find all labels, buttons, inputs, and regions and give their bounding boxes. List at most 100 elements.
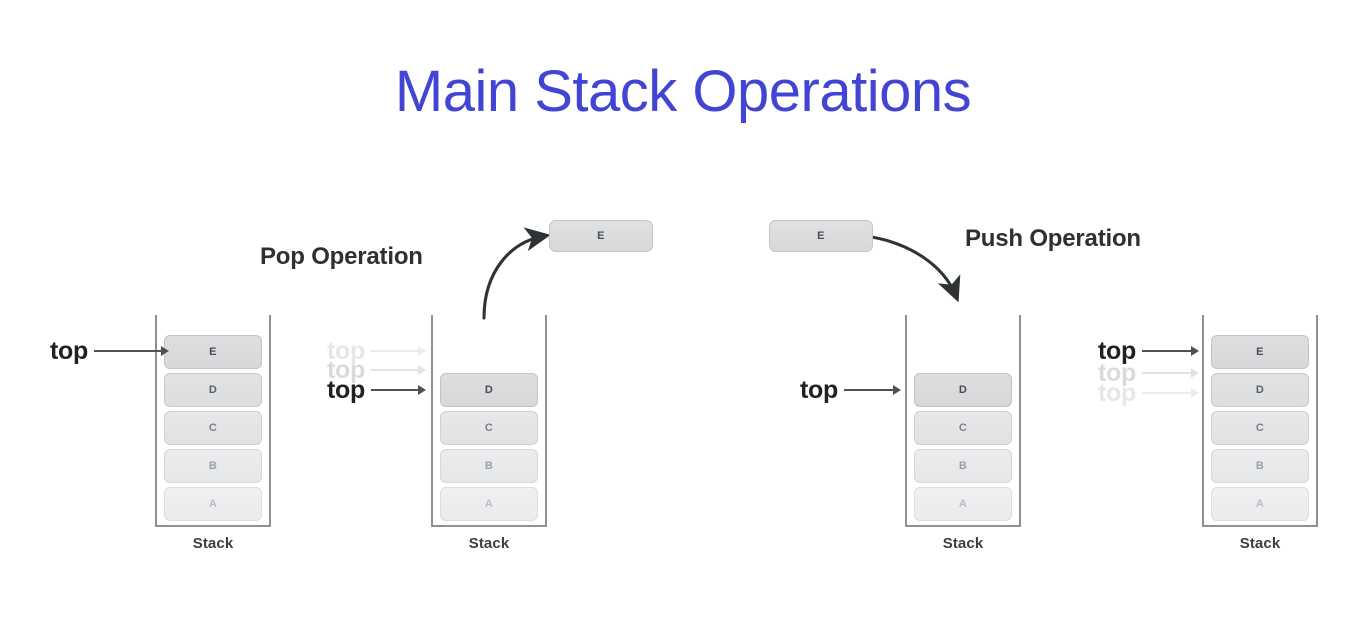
top-pointer-label: top [50, 337, 88, 365]
top-pointer-line [1141, 372, 1192, 374]
top-pointer-line [1141, 350, 1192, 352]
arrow-head-icon [417, 385, 426, 395]
top-pointer-ghost-push-after-1: top [1098, 359, 1199, 387]
stack-wall-bottom [905, 525, 1021, 527]
element-to-push-value: E [817, 230, 825, 242]
stack-cell[interactable]: E [164, 335, 262, 369]
stack-cells: D C B A [440, 373, 538, 521]
top-pointer-line [370, 369, 419, 371]
stack-cell[interactable]: D [914, 373, 1012, 407]
stack-cell[interactable]: A [1211, 487, 1309, 521]
pop-curved-arrow-icon [482, 227, 551, 320]
top-pointer-line [1141, 392, 1192, 394]
stack-cell[interactable]: C [1211, 411, 1309, 445]
top-pointer-label: top [327, 376, 365, 404]
popped-element-cell[interactable]: E [549, 220, 653, 252]
stack-walls [1202, 315, 1318, 527]
stack-cell-value: B [208, 460, 218, 472]
stack-cell-value: A [958, 498, 968, 510]
stack-cell[interactable]: A [914, 487, 1012, 521]
stack-push-before: D C B A Stack [905, 315, 1021, 552]
stack-cell-value: C [1255, 422, 1265, 434]
stack-cell[interactable]: C [914, 411, 1012, 445]
arrow-head-icon [1190, 388, 1199, 398]
top-pointer-label: top [800, 376, 838, 404]
stack-cells: E D C B A [1211, 335, 1309, 521]
top-pointer-pop-before: top [50, 337, 169, 365]
top-pointer-ghost-pop-after-2: top [327, 356, 426, 384]
stack-wall-right [1019, 315, 1021, 527]
stack-cell-value: C [484, 422, 494, 434]
top-pointer-line [370, 350, 419, 352]
stack-walls [905, 315, 1021, 527]
stack-wall-bottom [431, 525, 547, 527]
stack-cell-value: E [1256, 346, 1264, 358]
stack-wall-left [155, 315, 157, 527]
top-pointer-ghost-push-after-2: top [1098, 379, 1199, 407]
stack-wall-left [431, 315, 433, 527]
top-pointer-label: top [1098, 359, 1136, 387]
stack-cell-value: A [484, 498, 494, 510]
stack-cells: D C B A [914, 373, 1012, 521]
arrow-head-icon [1190, 346, 1199, 356]
stack-cell-value: B [1255, 460, 1265, 472]
stack-caption: Stack [192, 535, 234, 552]
stack-wall-bottom [155, 525, 271, 527]
stack-push-after: E D C B A Stack [1202, 315, 1318, 552]
stack-cell[interactable]: D [1211, 373, 1309, 407]
top-pointer-line [843, 389, 894, 391]
top-pointer-label: top [1098, 337, 1136, 365]
stack-wall-right [269, 315, 271, 527]
stack-cell[interactable]: A [164, 487, 262, 521]
stack-cell-value: B [958, 460, 968, 472]
stack-cell-value: A [208, 498, 218, 510]
stack-caption: Stack [1239, 535, 1281, 552]
popped-element-value: E [597, 230, 605, 242]
stack-cell-value: B [484, 460, 494, 472]
top-pointer-ghost-pop-after-1: top [327, 337, 426, 365]
stack-wall-right [545, 315, 547, 527]
pop-operation-label: Pop Operation [260, 243, 423, 270]
stack-cell[interactable]: D [164, 373, 262, 407]
stack-walls [155, 315, 271, 527]
stack-caption: Stack [468, 535, 510, 552]
top-pointer-pop-after: top [327, 376, 426, 404]
top-pointer-push-after: top [1098, 337, 1199, 365]
stack-cell[interactable]: B [440, 449, 538, 483]
arrow-head-icon [417, 365, 426, 375]
arrow-head-icon [160, 346, 169, 356]
stack-cell[interactable]: C [440, 411, 538, 445]
arrow-head-icon [892, 385, 901, 395]
stack-cell[interactable]: A [440, 487, 538, 521]
stack-cell-value: C [208, 422, 218, 434]
stack-cell[interactable]: B [164, 449, 262, 483]
stack-cell-value: C [958, 422, 968, 434]
stack-cell-value: D [208, 384, 218, 396]
arrow-head-icon [417, 346, 426, 356]
stack-cell[interactable]: E [1211, 335, 1309, 369]
stack-cell[interactable]: C [164, 411, 262, 445]
stack-pop-after: D C B A Stack [431, 315, 547, 552]
stack-cell-value: E [209, 346, 217, 358]
stack-cell[interactable]: D [440, 373, 538, 407]
stack-wall-left [905, 315, 907, 527]
stack-cells: E D C B A [164, 335, 262, 521]
element-to-push-cell[interactable]: E [769, 220, 873, 252]
stack-wall-bottom [1202, 525, 1318, 527]
stack-wall-right [1316, 315, 1318, 527]
stack-cell-value: D [484, 384, 494, 396]
top-pointer-label: top [327, 356, 365, 384]
stack-wall-left [1202, 315, 1204, 527]
stack-cell[interactable]: B [1211, 449, 1309, 483]
stack-walls [431, 315, 547, 527]
stack-caption: Stack [942, 535, 984, 552]
top-pointer-line [370, 389, 419, 391]
top-pointer-label: top [1098, 379, 1136, 407]
stack-cell[interactable]: B [914, 449, 1012, 483]
top-pointer-label: top [327, 337, 365, 365]
stack-pop-before: E D C B A Stack [155, 315, 271, 552]
arrow-head-icon [1190, 368, 1199, 378]
top-pointer-line [93, 350, 162, 352]
stack-cell-value: D [958, 384, 968, 396]
